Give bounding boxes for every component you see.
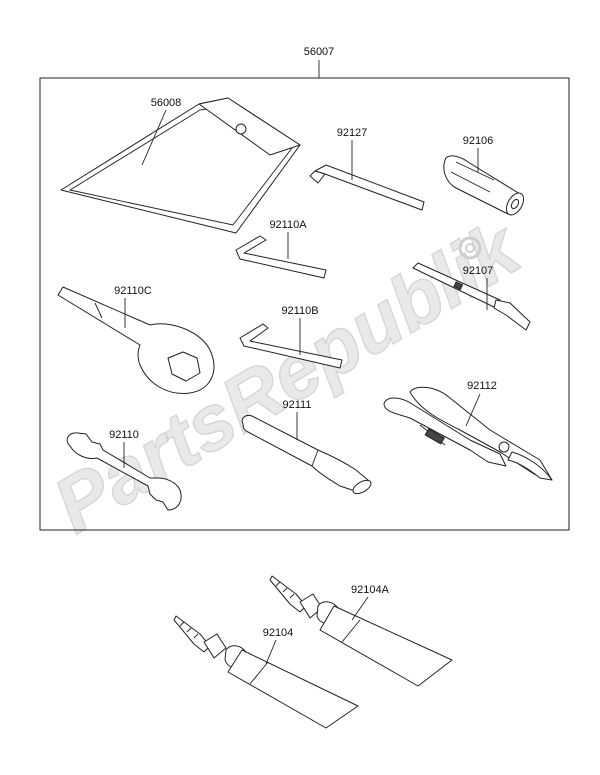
- leader-glue-a: [351, 596, 369, 621]
- label-pliers: 92112: [467, 380, 497, 392]
- ring-wrench: [57, 286, 215, 394]
- label-grip: 92106: [463, 135, 494, 147]
- label-hex-a: 92110A: [269, 219, 307, 231]
- screwdriver-bit: [412, 262, 531, 331]
- label-pouch: 56008: [151, 97, 182, 109]
- part-labels: 56007 56008 92127 92106 92110A 92107 921…: [109, 46, 497, 639]
- label-screwdriver: 92107: [463, 265, 494, 277]
- label-open-wrench: 92110: [109, 429, 139, 441]
- label-hex-b: 92110B: [281, 305, 318, 317]
- label-ring-wrench: 92110C: [114, 285, 152, 297]
- glue-tube-a: [269, 575, 453, 687]
- grip-handle: [443, 155, 525, 216]
- label-hex-long: 92127: [337, 127, 368, 139]
- kit-frame: [39, 77, 570, 531]
- hex-key-long: [309, 164, 425, 211]
- label-glue-a: 92104A: [351, 584, 390, 596]
- leader-pliers: [465, 393, 481, 427]
- hex-key-a: [235, 235, 327, 279]
- label-glue: 92104: [263, 627, 294, 639]
- glue-tube: [173, 615, 359, 729]
- open-end-wrench: [66, 432, 182, 511]
- leader-pouch: [141, 109, 167, 166]
- tube-wrench: [241, 415, 372, 495]
- gear-icon: [458, 236, 482, 260]
- hex-key-b: [239, 323, 343, 369]
- kit-label: 56007: [304, 46, 335, 58]
- pliers: [383, 386, 553, 481]
- leader-glue: [265, 639, 277, 665]
- tool-pouch: [60, 97, 301, 234]
- label-tube-wrench: 92111: [283, 399, 312, 411]
